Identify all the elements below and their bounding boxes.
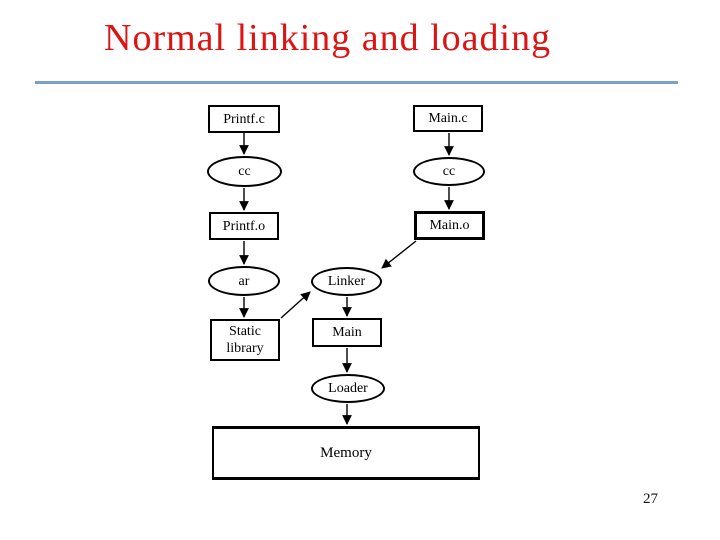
page-number: 27 [643,491,658,507]
title-divider-line [35,81,678,84]
node-loader: Loader [311,374,385,403]
node-main: Main [312,318,382,347]
slide-title: Normal linking and loading [104,17,552,59]
node-printf-o: Printf.o [209,212,279,240]
node-static-library: Static library [210,319,280,361]
node-linker: Linker [311,267,382,296]
edge-staticlibrary-linker [280,291,311,319]
node-memory: Memory [212,426,480,480]
edge-maino-linker [381,240,417,269]
node-main-o: Main.o [414,211,485,240]
node-main-c: Main.c [413,105,483,132]
node-cc-left: cc [207,156,282,187]
node-printf-c: Printf.c [208,105,280,133]
node-ar: ar [208,266,280,296]
node-cc-right: cc [413,157,485,186]
